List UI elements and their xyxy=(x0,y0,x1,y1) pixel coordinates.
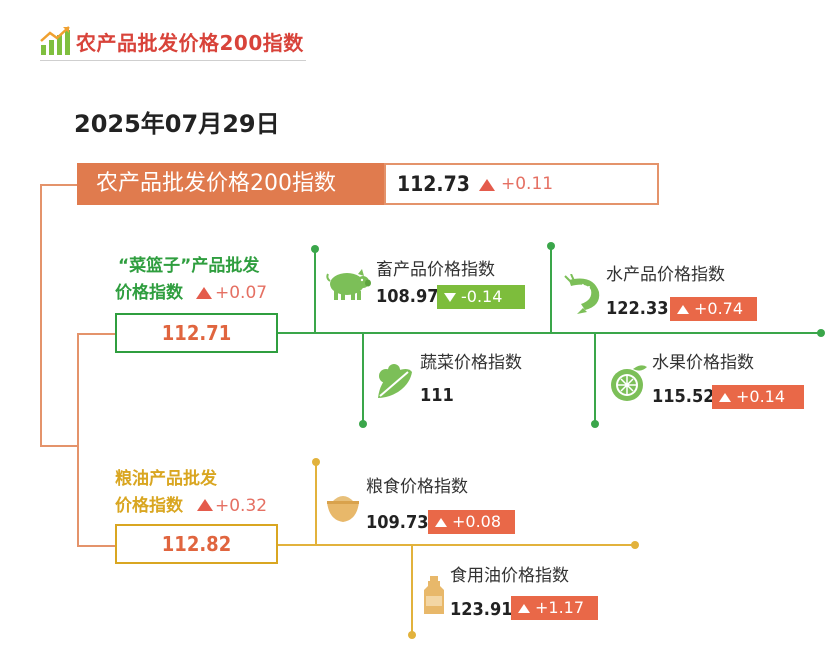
main-index-box xyxy=(384,163,659,205)
fruit-change-badge: +0.14 xyxy=(712,385,804,409)
main-index-label: 农产品批发价格200指数 xyxy=(77,163,384,205)
tree-connector xyxy=(315,462,317,545)
aquatic-value: 122.33 xyxy=(606,298,669,319)
grain-item-change: +0.08 xyxy=(452,512,502,531)
tree-node xyxy=(547,242,555,250)
tree-connector xyxy=(40,184,77,186)
main-index-up-icon xyxy=(479,179,495,191)
grain-title-line2: 价格指数 xyxy=(115,496,183,516)
aquatic-change: +0.74 xyxy=(694,299,744,318)
grain-change: +0.32 xyxy=(215,496,268,516)
tree-connector xyxy=(362,333,364,424)
tree-node xyxy=(311,245,319,253)
tree-node xyxy=(359,420,367,428)
header-title: 农产品批发价格200指数 xyxy=(76,31,304,55)
basket-value-box: 112.71 xyxy=(115,313,278,353)
up-arrow-icon xyxy=(719,393,731,402)
grain-item-value: 109.73 xyxy=(366,512,429,533)
tree-connector xyxy=(594,333,596,424)
grain-value: 112.82 xyxy=(161,532,232,556)
tree-node xyxy=(817,329,825,337)
oil-bottle-icon xyxy=(422,576,446,616)
up-arrow-icon xyxy=(435,518,447,527)
livestock-change: -0.14 xyxy=(461,287,503,306)
aquatic-label: 水产品价格指数 xyxy=(606,265,725,285)
header-chart-icon xyxy=(39,25,73,57)
tree-connector xyxy=(278,544,633,546)
tree-connector xyxy=(314,249,316,333)
pig-icon xyxy=(325,268,371,302)
tree-connector xyxy=(77,333,115,335)
oil-value: 123.91 xyxy=(450,599,513,620)
tree-connector xyxy=(77,545,115,547)
livestock-change-badge: -0.14 xyxy=(437,285,525,309)
basket-title-line1: “菜篮子”产品批发 xyxy=(118,256,260,276)
grain-item-change-badge: +0.08 xyxy=(428,510,515,534)
tree-connector xyxy=(40,184,42,446)
main-index-value: 112.73 xyxy=(397,172,470,196)
basket-title-line2: 价格指数 xyxy=(115,283,183,303)
shrimp-icon xyxy=(563,274,605,314)
aquatic-change-badge: +0.74 xyxy=(670,297,757,321)
grain-item-label: 粮食价格指数 xyxy=(366,477,468,497)
oil-change-badge: +1.17 xyxy=(511,596,598,620)
rice-bowl-icon xyxy=(326,490,360,524)
main-index-change: +0.11 xyxy=(501,174,554,194)
basket-value: 112.71 xyxy=(161,321,232,345)
vegetable-value: 111 xyxy=(420,385,454,406)
livestock-label: 畜产品价格指数 xyxy=(376,260,495,280)
vegetable-icon xyxy=(374,362,416,402)
lemon-icon xyxy=(607,363,649,403)
fruit-change: +0.14 xyxy=(736,387,786,406)
grain-up-icon xyxy=(197,499,213,511)
fruit-value: 115.52 xyxy=(652,386,715,407)
tree-connector xyxy=(40,445,78,447)
basket-up-icon xyxy=(196,287,212,299)
tree-connector xyxy=(278,332,820,334)
basket-change: +0.07 xyxy=(215,283,268,303)
tree-node xyxy=(591,420,599,428)
tree-connector xyxy=(77,333,79,546)
tree-node xyxy=(631,541,639,549)
livestock-value: 108.97 xyxy=(376,286,439,307)
up-arrow-icon xyxy=(518,604,530,613)
vegetable-label: 蔬菜价格指数 xyxy=(420,353,522,373)
report-date: 2025年07月29日 xyxy=(74,110,280,138)
tree-node xyxy=(408,631,416,639)
up-arrow-icon xyxy=(677,305,689,314)
fruit-label: 水果价格指数 xyxy=(652,353,754,373)
oil-label: 食用油价格指数 xyxy=(450,566,569,586)
grain-title-line1: 粮油产品批发 xyxy=(115,469,217,489)
oil-change: +1.17 xyxy=(535,598,585,617)
header-divider xyxy=(40,60,306,61)
tree-connector xyxy=(411,545,413,635)
down-arrow-icon xyxy=(444,293,456,302)
tree-node xyxy=(312,458,320,466)
grain-value-box: 112.82 xyxy=(115,524,278,564)
tree-connector xyxy=(550,246,552,333)
